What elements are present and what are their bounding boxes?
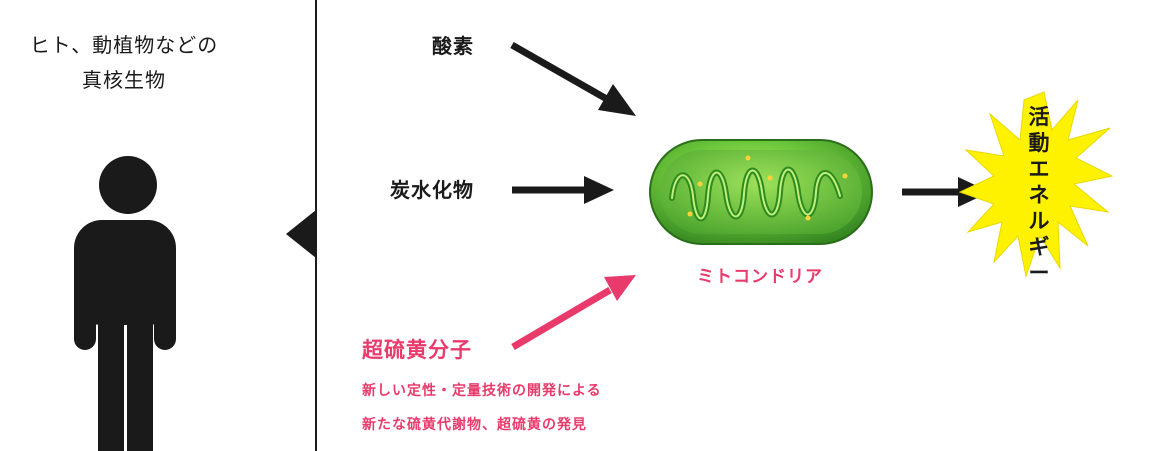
oxygen-arrow [510, 41, 636, 116]
supersulfide-arrow [511, 275, 636, 351]
left-pointer-triangle [286, 210, 316, 258]
energy-char: ネ [1028, 183, 1050, 207]
organism-label-line1: ヒト、動植物などの [29, 33, 219, 57]
energy-char: 活 [1028, 105, 1050, 129]
energy-char: ー [1028, 261, 1050, 285]
energy-char: エ [1028, 157, 1050, 181]
oxygen-label: 酸素 [432, 34, 474, 58]
discovery-note-line1: 新しい定性・定量技術の開発による [362, 383, 602, 399]
energy-label: 活 動 エ ネ ル ギ ー [1026, 104, 1052, 286]
supersulfide-label: 超硫黄分子 [362, 338, 472, 362]
energy-char: ギ [1028, 235, 1050, 259]
human-icon [74, 156, 176, 451]
organism-label-line2: 真核生物 [82, 68, 166, 92]
carbohydrate-label: 炭水化物 [390, 178, 474, 202]
carbohydrate-arrow [512, 176, 614, 204]
energy-char: ル [1028, 209, 1050, 233]
mitochondria-label: ミトコンドリア [697, 267, 823, 287]
energy-starburst [958, 91, 1114, 278]
energy-char: 動 [1028, 131, 1050, 155]
mitochondria-illustration [649, 139, 873, 245]
discovery-note-line2: 新たな硫黄代謝物、超硫黄の発見 [362, 417, 587, 433]
